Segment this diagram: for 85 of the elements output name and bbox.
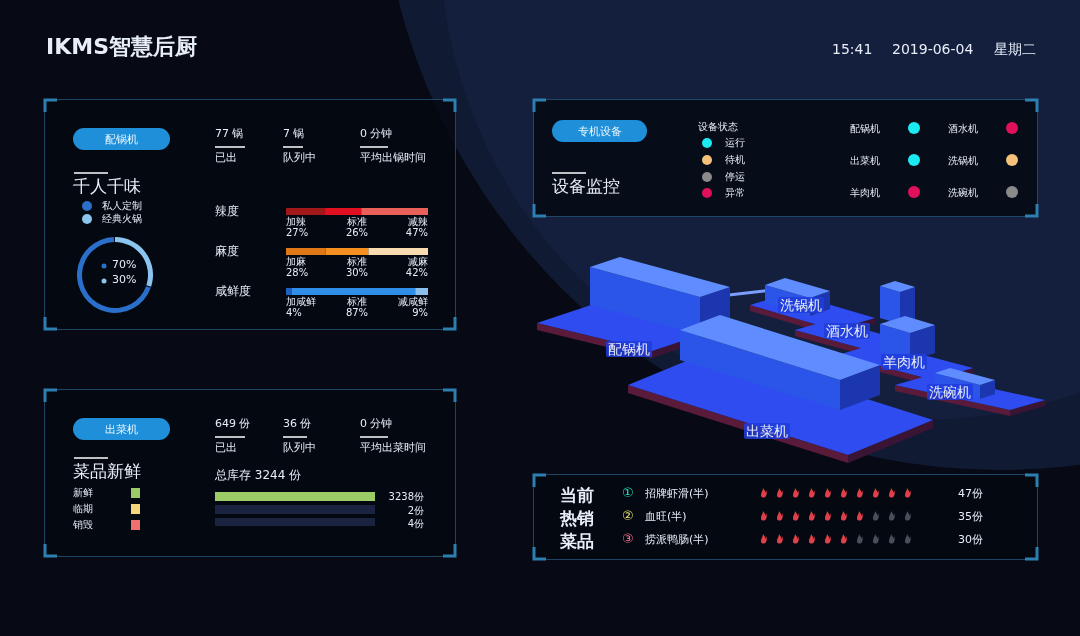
legend-label: 异常: [725, 187, 745, 199]
platform-label: 羊肉机: [881, 354, 927, 371]
dashboard-panel: [44, 389, 456, 557]
inventory-value: 4份: [407, 518, 424, 530]
bar-value: 9%: [412, 307, 428, 319]
bar-value: 27%: [286, 227, 309, 239]
bar-value: 4%: [286, 307, 302, 319]
bar-label: 减咸鲜: [398, 296, 428, 308]
dish-count: 47份: [958, 488, 983, 501]
rank-number: ②: [622, 509, 634, 524]
stat-value: 0 分钟: [360, 128, 393, 141]
inventory-value: 3238份: [388, 491, 424, 503]
machine-name: 羊肉机: [850, 187, 880, 199]
machine-name: 洗锅机: [948, 155, 978, 167]
stat-label: 已出: [215, 152, 237, 165]
dish-count: 35份: [958, 511, 983, 524]
donut-value: 30%: [112, 274, 137, 287]
section-tag: 专机设备: [552, 120, 647, 142]
dish-name: 捞派鸭肠(半): [645, 534, 709, 547]
bar-value: 47%: [405, 227, 428, 239]
stat-label: 平均出菜时间: [360, 442, 426, 455]
stat-value: 649 份: [215, 418, 251, 431]
dashboard-panel: [44, 99, 456, 330]
bar-label: 标准: [347, 296, 367, 308]
stat-value: 0 分钟: [360, 418, 393, 431]
section-heading: 千人千味: [73, 177, 141, 197]
machine-name: 出菜机: [850, 155, 880, 167]
bar-label: 标准: [347, 256, 367, 268]
machine-name: 配锅机: [850, 123, 880, 135]
bar-label: 加麻: [286, 256, 306, 268]
inventory-total: 总库存 3244 份: [215, 469, 302, 483]
metric-name: 辣度: [215, 205, 239, 219]
stat-value: 7 锅: [283, 128, 305, 141]
section-tag: 配锅机: [73, 128, 170, 150]
dish-name: 血旺(半): [645, 511, 687, 524]
bar-value: 87%: [345, 307, 369, 319]
legend-heading: 设备状态: [698, 121, 738, 133]
legend-label: 私人定制: [102, 200, 142, 212]
metric-name: 咸鲜度: [215, 285, 251, 299]
inventory-value: 2份: [407, 505, 424, 517]
legend-label: 运行: [725, 137, 745, 149]
bar-label: 减麻: [408, 256, 428, 268]
bar-label: 标准: [347, 216, 367, 228]
section-tag: 出菜机: [73, 418, 170, 440]
bar-value: 30%: [345, 267, 369, 279]
dashboard-panel: [533, 99, 1038, 217]
rank-number: ③: [622, 532, 634, 547]
legend-label: 临期: [73, 503, 93, 515]
metric-name: 麻度: [215, 245, 239, 259]
stat-label: 队列中: [283, 152, 316, 165]
dish-count: 30份: [958, 534, 983, 547]
stat-value: 77 锅: [215, 128, 244, 141]
panel-heading: 当前热销菜品: [560, 484, 595, 553]
dashboard-panel: [533, 474, 1038, 560]
platform-label: 配锅机: [606, 341, 652, 358]
stat-value: 36 份: [283, 418, 312, 431]
clock-time: 15:41: [832, 41, 873, 58]
legend-label: 新鲜: [73, 487, 93, 499]
stat-label: 平均出锅时间: [360, 152, 426, 165]
stat-label: 已出: [215, 442, 237, 455]
bar-value: 26%: [345, 227, 369, 239]
dashboard-title: IKMS智慧后厨: [46, 34, 197, 60]
bar-label: 加咸鲜: [286, 296, 316, 308]
legend-label: 待机: [725, 154, 745, 166]
weekday: 星期二: [994, 41, 1036, 58]
platform-label: 洗碗机: [927, 384, 973, 401]
machine-name: 洗碗机: [948, 187, 978, 199]
legend-label: 销毁: [73, 519, 93, 531]
platform-label: 出菜机: [744, 423, 790, 440]
section-heading: 设备监控: [552, 177, 620, 197]
date: 2019-06-04: [892, 41, 974, 58]
platform-label: 酒水机: [824, 323, 870, 340]
donut-value: 70%: [112, 259, 137, 272]
bar-label: 减辣: [408, 216, 428, 228]
legend-label: 经典火锅: [102, 213, 142, 225]
bar-label: 加辣: [286, 216, 306, 228]
section-heading: 菜品新鲜: [73, 462, 141, 482]
bar-value: 42%: [405, 267, 428, 279]
rank-number: ①: [622, 486, 634, 501]
machine-name: 酒水机: [948, 123, 978, 135]
bar-value: 28%: [286, 267, 309, 279]
legend-label: 停运: [725, 171, 745, 183]
dish-name: 招牌虾滑(半): [645, 488, 709, 501]
stat-label: 队列中: [283, 442, 316, 455]
platform-label: 洗锅机: [778, 297, 824, 314]
